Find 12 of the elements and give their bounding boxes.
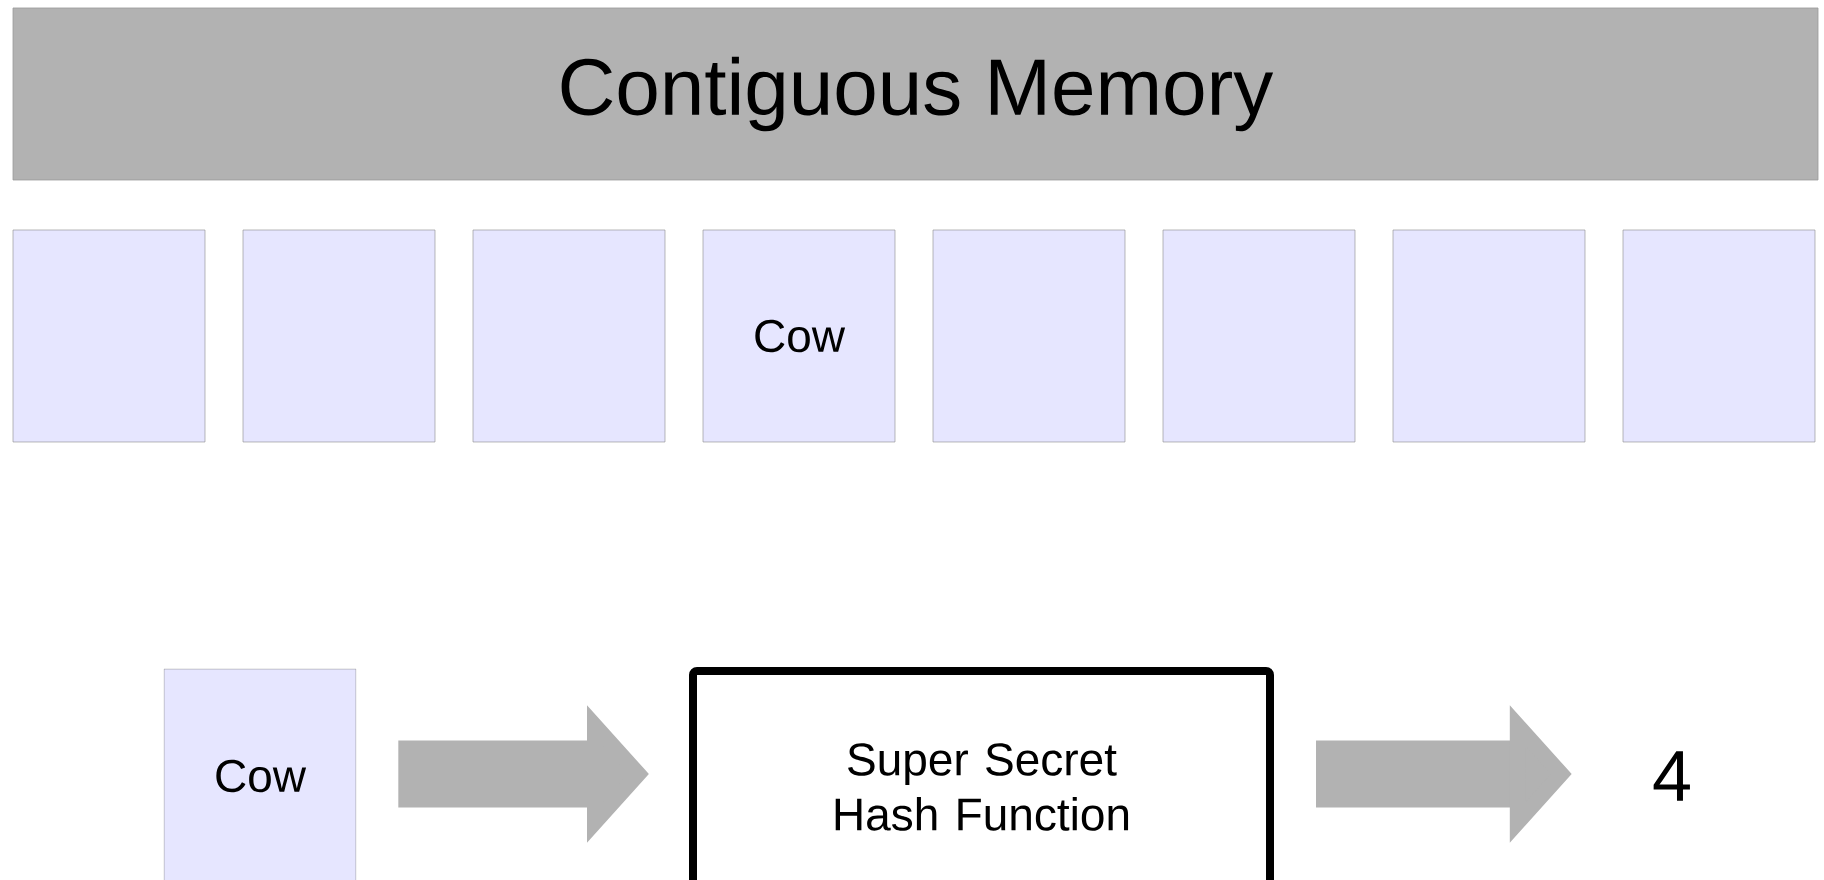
memory-cell — [1392, 229, 1586, 443]
memory-cell: Cow — [702, 229, 896, 443]
memory-cell — [472, 229, 666, 443]
output-number: 4 — [1653, 751, 1690, 801]
memory-cell — [1162, 229, 1356, 443]
memory-cell — [242, 229, 436, 443]
hash-function-box: Super Secret Hash Function — [689, 667, 1274, 880]
memory-cell — [932, 229, 1126, 443]
memory-cell — [12, 229, 206, 443]
memory-cell: Cow — [163, 668, 357, 880]
memory-cell — [1622, 229, 1816, 443]
memory-banner: Contiguous Memory — [12, 7, 1819, 181]
